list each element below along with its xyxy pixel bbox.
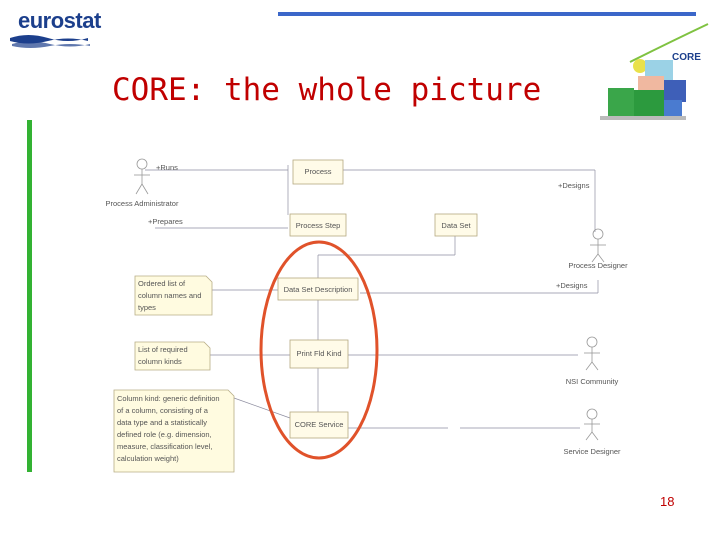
note-line: Ordered list of (138, 279, 186, 288)
actor-process-designer: Process Designer (568, 228, 628, 270)
class-process-step: Process Step (289, 213, 347, 237)
actor-service-designer-label: Service Designer (563, 447, 621, 456)
association-lines (145, 165, 599, 429)
class-process-label: Process (304, 167, 331, 176)
actor-process-designer-label: Process Designer (568, 261, 628, 270)
class-print-field-kind-label: Print Fld Kind (296, 349, 341, 358)
actor-service-designer: Service Designer (563, 408, 621, 456)
uml-diagram: Process Process Step Data Set Data Set D… (106, 158, 628, 473)
class-core-service: CORE Service (289, 411, 349, 439)
core-logo-label: CORE (672, 52, 701, 63)
actor-figure-icon (584, 336, 600, 371)
header-rule (278, 12, 696, 16)
slide-title: CORE: the whole picture (112, 72, 542, 108)
highlight-ellipse (259, 240, 379, 460)
actor-figure-icon (590, 228, 606, 263)
page-number: 18 (660, 494, 675, 509)
logo-text: eurostat (18, 8, 101, 33)
role-designs-2: +Designs (556, 281, 588, 290)
class-data-set-description: Data Set Description (277, 277, 359, 301)
class-process-step-label: Process Step (296, 221, 341, 230)
role-prepares: +Prepares (148, 217, 183, 226)
actor-process-administrator: Process Administrator (106, 158, 179, 208)
note-line: Column kind: generic definition (117, 394, 220, 403)
actor-nsi-community-label: NSI Community (566, 377, 619, 386)
note-line: types (138, 303, 156, 312)
actor-nsi-community: NSI Community (566, 336, 619, 386)
note-line: List of required (138, 345, 188, 354)
accent-bar (27, 120, 32, 472)
core-blocks-logo (600, 23, 709, 120)
class-data-set-label: Data Set (441, 221, 471, 230)
note-column-kind: Column kind: generic definition of a col… (113, 389, 235, 473)
note-line: calculation weight) (117, 454, 179, 463)
note-list-required: List of required column kinds (134, 341, 211, 371)
role-designs-1: +Designs (558, 181, 590, 190)
note-line: of a column, consisting of a (117, 406, 209, 415)
class-print-field-kind: Print Fld Kind (289, 339, 349, 369)
note-ordered-list: Ordered list of column names and types (134, 275, 213, 316)
actor-figure-icon (134, 158, 150, 195)
note-line: column names and (138, 291, 201, 300)
role-runs: +Runs (156, 163, 178, 172)
class-data-set-description-label: Data Set Description (284, 285, 353, 294)
eurostat-logo (10, 35, 90, 48)
class-data-set: Data Set (434, 213, 478, 237)
actor-process-administrator-label: Process Administrator (106, 199, 179, 208)
class-core-service-label: CORE Service (295, 420, 344, 429)
note-line: column kinds (138, 357, 182, 366)
class-process: Process (292, 159, 344, 185)
note-line: data type and a statistically (117, 418, 207, 427)
note-line: defined role (e.g. dimension, (117, 430, 212, 439)
note-line: measure, classification level, (117, 442, 212, 451)
actor-figure-icon (584, 408, 600, 441)
